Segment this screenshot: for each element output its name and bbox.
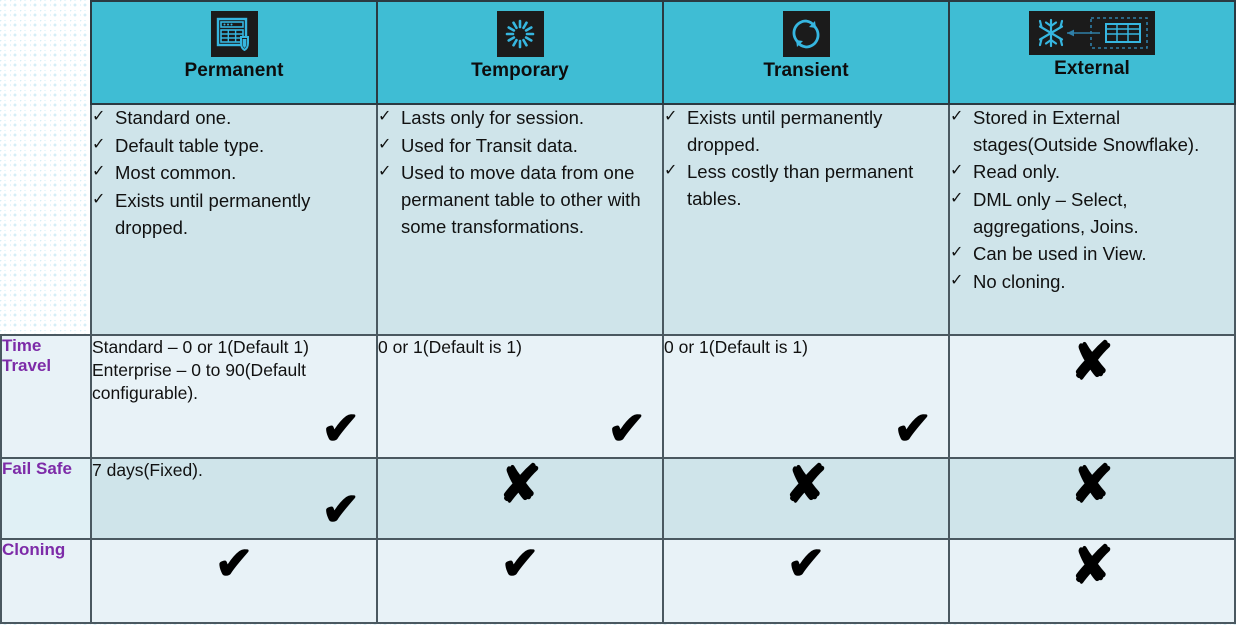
check-mark-icon: ✓ <box>950 189 964 207</box>
cell-time-travel-transient: 0 or 1(Default is 1) ✔ <box>662 334 950 459</box>
check-mark-icon: ✓ <box>378 163 392 181</box>
check-mark-icon: ✓ <box>950 108 964 125</box>
bullet-list: ✓Standard one. ✓Default table type. ✓Mos… <box>92 105 376 241</box>
check-mark-icon: ✓ <box>92 190 106 208</box>
check-mark-icon: ✔ <box>607 402 646 454</box>
cell-fail-safe-transient: ✘ <box>662 456 950 540</box>
cell-cloning-temporary: ✔ <box>376 537 664 624</box>
list-item: ✓Standard one. <box>92 107 232 128</box>
column-header-label: External <box>1054 58 1130 79</box>
list-item: ✓Exists until permanently dropped. <box>664 107 883 155</box>
table-row-time-travel: Time Travel Standard – 0 or 1(Default 1)… <box>0 333 1236 459</box>
column-header-label: Permanent <box>184 60 284 81</box>
table-row-fail-safe: Fail Safe 7 days(Fixed). ✔ ✘ ✘ ✘ <box>0 456 1236 540</box>
check-mark-icon: ✓ <box>664 162 678 180</box>
list-item: ✓Most common. <box>92 162 237 184</box>
list-item: ✓Used to move data from one permanent ta… <box>378 162 641 237</box>
check-mark-icon: ✓ <box>950 162 964 180</box>
table-row-cloning: Cloning ✔ ✔ ✔ ✘ <box>0 537 1236 624</box>
cross-mark-icon: ✘ <box>784 456 828 514</box>
list-item: ✓Stored in External stages(Outside Snowf… <box>950 107 1200 155</box>
check-mark-icon: ✔ <box>786 537 826 589</box>
cell-cloning-external: ✘ <box>948 537 1236 624</box>
snowflake-external-table-icon <box>1029 11 1155 55</box>
refresh-cycle-icon <box>782 11 830 57</box>
bullets-cell-permanent: ✓Standard one. ✓Default table type. ✓Mos… <box>90 103 378 336</box>
check-mark-icon: ✓ <box>950 244 964 262</box>
cross-mark-icon: ✘ <box>1070 333 1114 391</box>
list-item: ✓Read only. <box>950 161 1061 183</box>
table-shield-icon <box>210 11 258 57</box>
cell-time-travel-external: ✘ <box>948 333 1236 459</box>
check-mark-icon: ✔ <box>214 537 254 589</box>
bullet-list: ✓Exists until permanently dropped. ✓Less… <box>664 105 948 213</box>
row-label-time-travel: Time Travel <box>0 334 92 459</box>
column-header-permanent: Permanent <box>90 0 378 105</box>
check-mark-icon: ✓ <box>664 108 678 125</box>
cell-fail-safe-temporary: ✘ <box>376 456 664 540</box>
bullet-list: ✓Stored in External stages(Outside Snowf… <box>950 105 1234 295</box>
cross-mark-icon: ✘ <box>498 456 542 514</box>
row-label-cloning: Cloning <box>0 538 92 624</box>
row-label-fail-safe: Fail Safe <box>0 457 92 540</box>
check-mark-icon: ✓ <box>92 163 106 181</box>
check-mark-icon: ✓ <box>378 135 392 153</box>
column-header-external: External <box>948 0 1236 105</box>
loading-spinner-icon <box>496 11 544 57</box>
check-mark-icon: ✓ <box>378 108 392 125</box>
list-item: ✓Used for Transit data. <box>378 134 578 156</box>
cell-time-travel-temporary: 0 or 1(Default is 1) ✔ <box>376 334 664 459</box>
bullet-list: ✓Lasts only for session. ✓Used for Trans… <box>378 105 662 240</box>
cell-cloning-permanent: ✔ <box>90 537 378 624</box>
bullets-cell-temporary: ✓Lasts only for session. ✓Used for Trans… <box>376 103 664 336</box>
list-item: ✓Exists until permanently dropped. <box>92 189 311 238</box>
column-header-temporary: Temporary <box>376 0 664 105</box>
check-mark-icon: ✔ <box>321 483 360 535</box>
bullets-row: ✓Standard one. ✓Default table type. ✓Mos… <box>1 103 1236 336</box>
cell-cloning-transient: ✔ <box>662 537 950 624</box>
cross-mark-icon: ✘ <box>1070 537 1114 595</box>
column-header-label: Temporary <box>471 60 569 81</box>
check-mark-icon: ✓ <box>92 108 106 125</box>
bullets-cell-external: ✓Stored in External stages(Outside Snowf… <box>948 103 1236 336</box>
list-item: ✓Can be used in View. <box>950 243 1147 265</box>
header-row: Permanent <box>1 0 1236 105</box>
check-mark-icon: ✔ <box>500 537 540 589</box>
cell-time-travel-permanent: Standard – 0 or 1(Default 1) Enterprise … <box>90 334 378 459</box>
cell-fail-safe-external: ✘ <box>948 456 1236 540</box>
cross-mark-icon: ✘ <box>1070 456 1114 514</box>
list-item: ✓Lasts only for session. <box>378 107 585 128</box>
cell-fail-safe-permanent: 7 days(Fixed). ✔ <box>90 457 378 540</box>
list-item: ✓No cloning. <box>950 270 1066 292</box>
header-corner-spacer <box>1 1 91 104</box>
check-mark-icon: ✓ <box>950 271 964 289</box>
list-item: ✓Less costly than permanent tables. <box>664 161 914 209</box>
check-mark-icon: ✔ <box>893 402 932 454</box>
list-item: ✓Default table type. <box>92 134 265 156</box>
check-mark-icon: ✔ <box>321 402 360 454</box>
column-header-transient: Transient <box>662 0 950 105</box>
column-header-label: Transient <box>763 60 849 81</box>
list-item: ✓DML only – Select, aggregations, Joins. <box>950 188 1139 237</box>
bullets-corner-spacer <box>1 104 91 335</box>
check-mark-icon: ✓ <box>92 135 106 153</box>
bullets-cell-transient: ✓Exists until permanently dropped. ✓Less… <box>662 103 950 336</box>
